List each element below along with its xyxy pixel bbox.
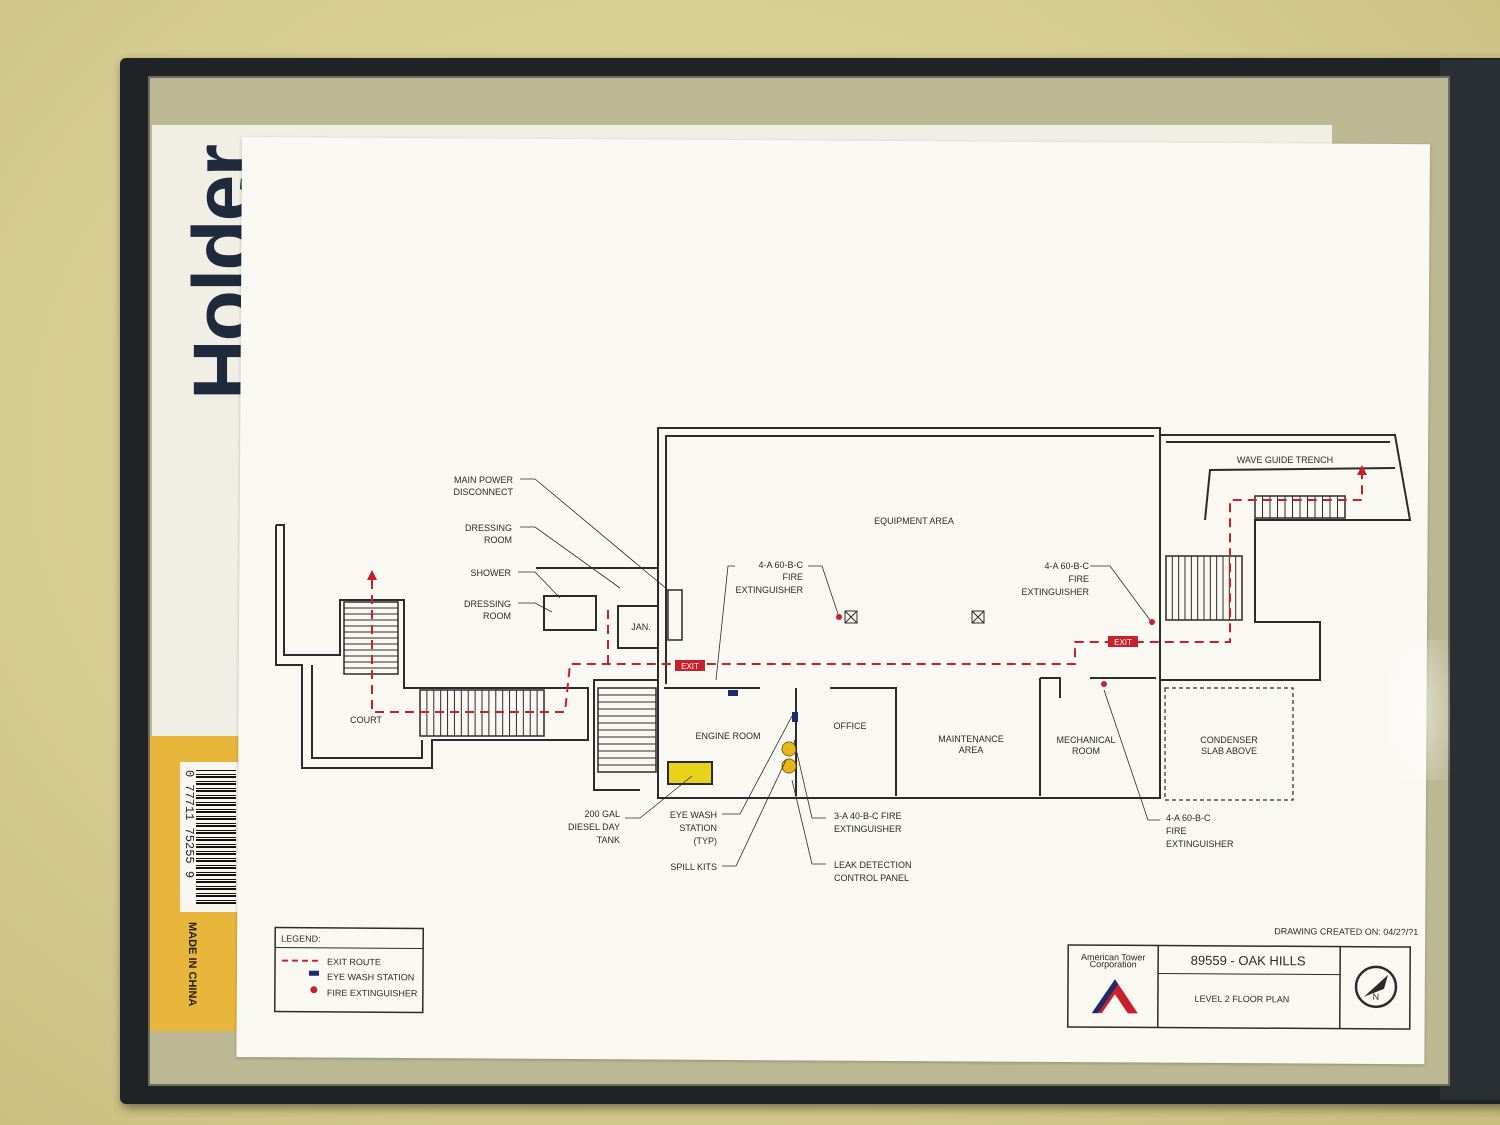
north-label: N xyxy=(1373,992,1380,1002)
eye-wash-station-icon xyxy=(728,690,738,696)
leader-lines xyxy=(518,478,1160,867)
svg-text:EXIT: EXIT xyxy=(681,662,699,671)
fire-extinguisher-left-label-1: 4-A 60-B-C xyxy=(758,560,803,570)
exit-arrow-right xyxy=(1357,465,1367,475)
maintenance-label-2: AREA xyxy=(959,745,984,755)
fire-extinguisher-right-label-2: FIRE xyxy=(1068,574,1089,584)
condenser-label-1: CONDENSER xyxy=(1200,735,1258,745)
main-building-inner-wall xyxy=(665,435,1154,684)
eye-wash-station-icon xyxy=(792,712,798,722)
main-power-label-2: DISCONNECT xyxy=(453,487,513,497)
wave-guide-wall xyxy=(1204,467,1396,521)
dressing-room-b-label-2: ROOM xyxy=(483,611,511,621)
leak-detection-label-2: CONTROL PANEL xyxy=(834,873,909,883)
exit-sign-right: EXIT xyxy=(1108,636,1138,647)
site-name: 89559 - OAK HILLS xyxy=(1191,953,1306,969)
company-name-2: Corporation xyxy=(1090,959,1137,969)
fire-extinguisher-bottom-label-1: 4-A 60-B-C xyxy=(1166,813,1211,823)
main-power-panel xyxy=(667,589,683,641)
condenser-slab xyxy=(1164,687,1294,801)
condenser-label-2: SLAB ABOVE xyxy=(1201,746,1257,756)
court-label: COURT xyxy=(350,715,382,725)
eye-wash-label-2: STATION xyxy=(679,823,717,833)
dressing-room-a-label-1: DRESSING xyxy=(465,523,512,533)
dressing-room-b-label-1: DRESSING xyxy=(464,599,511,609)
spill-kits-label: SPILL KITS xyxy=(670,862,717,872)
mechanical-label-2: ROOM xyxy=(1072,746,1100,756)
legend-eye-wash: EYE WASH STATION xyxy=(327,972,414,983)
engine-room-label: ENGINE ROOM xyxy=(695,731,760,741)
exit-route-main xyxy=(371,475,1363,713)
folder-flap xyxy=(1440,60,1500,1100)
fire-extinguisher-left-label-3: EXTINGUISHER xyxy=(735,585,803,595)
stair-engine xyxy=(597,687,657,773)
legend: LEGEND: EXIT ROUTE EYE WASH STATION FIRE… xyxy=(273,926,425,1014)
office-wall xyxy=(830,687,897,796)
fire-extinguisher-icon xyxy=(1149,619,1155,625)
title-block: DRAWING CREATED ON: 04/2?/?1 American To… xyxy=(1066,926,1418,1030)
made-in-label: MADE IN CHINA xyxy=(186,922,198,1007)
fire-extinguisher-left-label-2: FIRE xyxy=(782,572,803,582)
svg-text:EXIT: EXIT xyxy=(1114,638,1132,647)
legend-exit-route: EXIT ROUTE xyxy=(327,957,381,967)
drawing-name: LEVEL 2 FLOOR PLAN xyxy=(1195,994,1290,1005)
fire-extinguisher-icon xyxy=(836,614,842,620)
diesel-tank-label-1: 200 GAL xyxy=(584,809,620,819)
maintenance-label-1: MAINTENANCE xyxy=(938,734,1004,744)
dressing-room-a-label-2: ROOM xyxy=(484,535,512,545)
spill-kit-icons xyxy=(781,741,797,774)
exit-arrow-left xyxy=(367,570,377,580)
north-arrow-icon xyxy=(1354,965,1398,1009)
equipment-marker-2 xyxy=(971,610,985,624)
equipment-marker-1 xyxy=(844,610,858,624)
plan-walls xyxy=(275,427,1412,801)
leak-detection-label-1: LEAK DETECTION xyxy=(834,860,912,870)
shower-room xyxy=(543,595,597,631)
office-label: OFFICE xyxy=(834,721,867,731)
legend-title: LEGEND: xyxy=(281,934,321,944)
legend-eye-wash-swatch xyxy=(308,970,319,976)
barcode-icon xyxy=(196,770,236,904)
restroom-block-wall xyxy=(536,567,659,791)
jan-label: JAN. xyxy=(631,622,651,632)
main-power-label-1: MAIN POWER xyxy=(454,475,514,485)
legend-fire-extinguisher-icon xyxy=(310,986,318,994)
fire-extinguisher-icon xyxy=(1101,681,1107,687)
legend-fire-extinguisher: FIRE EXTINGUISHER xyxy=(327,988,418,999)
fire-extinguisher-bottom-label-2: FIRE xyxy=(1166,826,1187,836)
shower-label: SHOWER xyxy=(471,568,512,578)
right-wing-wall xyxy=(1160,434,1412,681)
diesel-tank-label-3: TANK xyxy=(597,835,620,845)
eye-wash-label-3: (TYP) xyxy=(694,836,718,846)
wave-guide-label: WAVE GUIDE TRENCH xyxy=(1237,455,1333,465)
drawing-created-label: DRAWING CREATED ON: 04/2?/?1 xyxy=(1274,926,1418,937)
left-wing-wall xyxy=(275,524,589,769)
fire-extinguisher-right-label-3: EXTINGUISHER xyxy=(1021,587,1089,597)
sleeve-glare xyxy=(1390,640,1450,780)
diesel-tank-icon xyxy=(667,761,713,785)
diesel-tank-label-2: DIESEL DAY xyxy=(568,822,620,832)
room-labels: EQUIPMENT AREA COURT JAN. ENGINE ROOM OF… xyxy=(350,455,1333,756)
barcode-digits: 0 77711 75255 9 xyxy=(182,770,196,879)
exit-sign-left: EXIT xyxy=(675,660,705,671)
mechanical-room-wall xyxy=(1040,677,1061,698)
fire-extinguisher-office-label-1: 3-A 40-B-C FIRE xyxy=(834,811,902,821)
callout-labels: MAIN POWER DISCONNECT DRESSING ROOM SHOW… xyxy=(453,475,1234,883)
fire-extinguisher-bottom-label-3: EXTINGUISHER xyxy=(1166,839,1234,849)
stairs xyxy=(343,495,1346,773)
fire-extinguisher-office-label-2: EXTINGUISHER xyxy=(834,824,902,834)
jan-room xyxy=(617,605,659,649)
fire-extinguisher-right-label-1: 4-A 60-B-C xyxy=(1044,561,1089,571)
company-name-1: American Tower xyxy=(1081,952,1145,962)
court-inner-wall xyxy=(311,665,423,759)
exit-route xyxy=(371,475,1363,713)
equipment-markers xyxy=(844,610,985,624)
mechanical-label-1: MECHANICAL xyxy=(1056,735,1115,745)
main-building-wall xyxy=(657,427,1161,799)
eye-wash-label-1: EYE WASH xyxy=(670,810,717,820)
equipment-area-label: EQUIPMENT AREA xyxy=(874,516,954,526)
stair-right xyxy=(1165,555,1243,621)
